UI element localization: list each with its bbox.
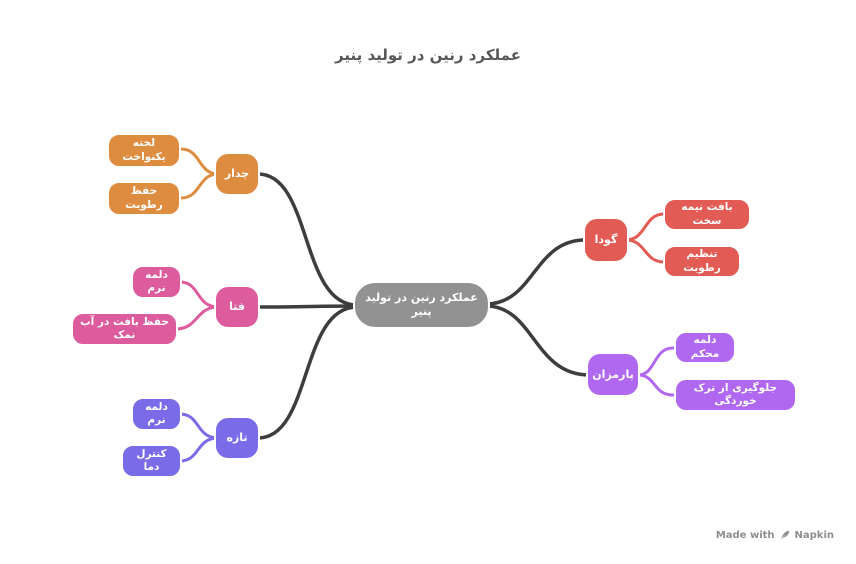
connector-cheddar-child-0 [179,147,220,176]
connector-parmesan-child-0 [636,346,675,377]
node-feta-child-1[interactable]: حفظ بافت در آب نمک [71,312,178,346]
node-parmesan-child-1[interactable]: جلوگیری از ترک خوردگی [674,378,797,412]
node-parmesan-child-0[interactable]: دلمه محکم [674,331,736,364]
feather-icon [780,530,789,539]
connector-cheddar-child-1 [179,172,220,200]
node-fresh-child-1[interactable]: کنترل دما [121,444,182,478]
node-feta-child-0[interactable]: دلمه نرم [131,265,182,299]
node-label: بافت نیمه سخت [681,201,733,227]
connector-feta-child-0 [178,280,220,309]
connector-gouda-child-0 [624,212,666,242]
node-gouda[interactable]: گودا [583,217,629,263]
node-cheddar-child-0[interactable]: لخته یکنواخت [107,133,181,168]
node-gouda-child-1[interactable]: تنظیم رطوبت [663,245,741,278]
diagram-title: عملکرد رنین در تولید پنیر [335,46,521,64]
node-label: دلمه نرم [145,400,168,426]
connector-central-feta [256,304,359,309]
node-label: حفظ بافت در آب نمک [80,315,169,341]
node-label: دلمه محکم [690,334,720,360]
napkin-watermark[interactable]: Made with Napkin [716,529,834,541]
node-fresh-label: تازه [226,431,248,445]
connector-central-gouda [484,238,587,306]
node-cheddar-label: چدار [224,167,250,181]
made-with-text: Made with [715,529,775,541]
node-parmesan[interactable]: پارمزان [586,352,640,397]
central-node[interactable]: عملکرد رنین در تولید پنیر [353,281,490,329]
node-label: جلوگیری از ترک خوردگی [693,381,778,407]
node-cheddar[interactable]: چدار [214,152,260,196]
connector-fresh-child-0 [178,412,220,440]
central-node-label: عملکرد رنین در تولید پنیر [365,291,478,318]
brand-text: Napkin [794,529,834,541]
node-label: دلمه نرم [145,268,168,294]
node-label: لخته یکنواخت [122,137,166,163]
connector-central-parmesan [484,304,591,377]
node-gouda-child-0[interactable]: بافت نیمه سخت [663,198,751,231]
node-fresh-child-0[interactable]: دلمه نرم [131,397,182,431]
connector-parmesan-child-1 [636,373,675,397]
connector-central-cheddar [256,172,359,307]
node-feta-label: فتا [229,300,245,314]
node-label: تنظیم رطوبت [683,248,721,274]
node-feta[interactable]: فتا [214,285,260,329]
node-label: کنترل دما [136,447,167,473]
connector-gouda-child-1 [624,238,666,264]
connector-fresh-child-1 [178,436,220,463]
node-cheddar-child-1[interactable]: حفظ رطوبت [107,181,181,216]
node-parmesan-label: پارمزان [592,367,634,381]
connector-feta-child-1 [174,305,220,331]
node-gouda-label: گودا [594,233,618,247]
connector-central-fresh [256,305,359,440]
node-label: حفظ رطوبت [125,185,163,211]
node-fresh[interactable]: تازه [214,416,260,460]
